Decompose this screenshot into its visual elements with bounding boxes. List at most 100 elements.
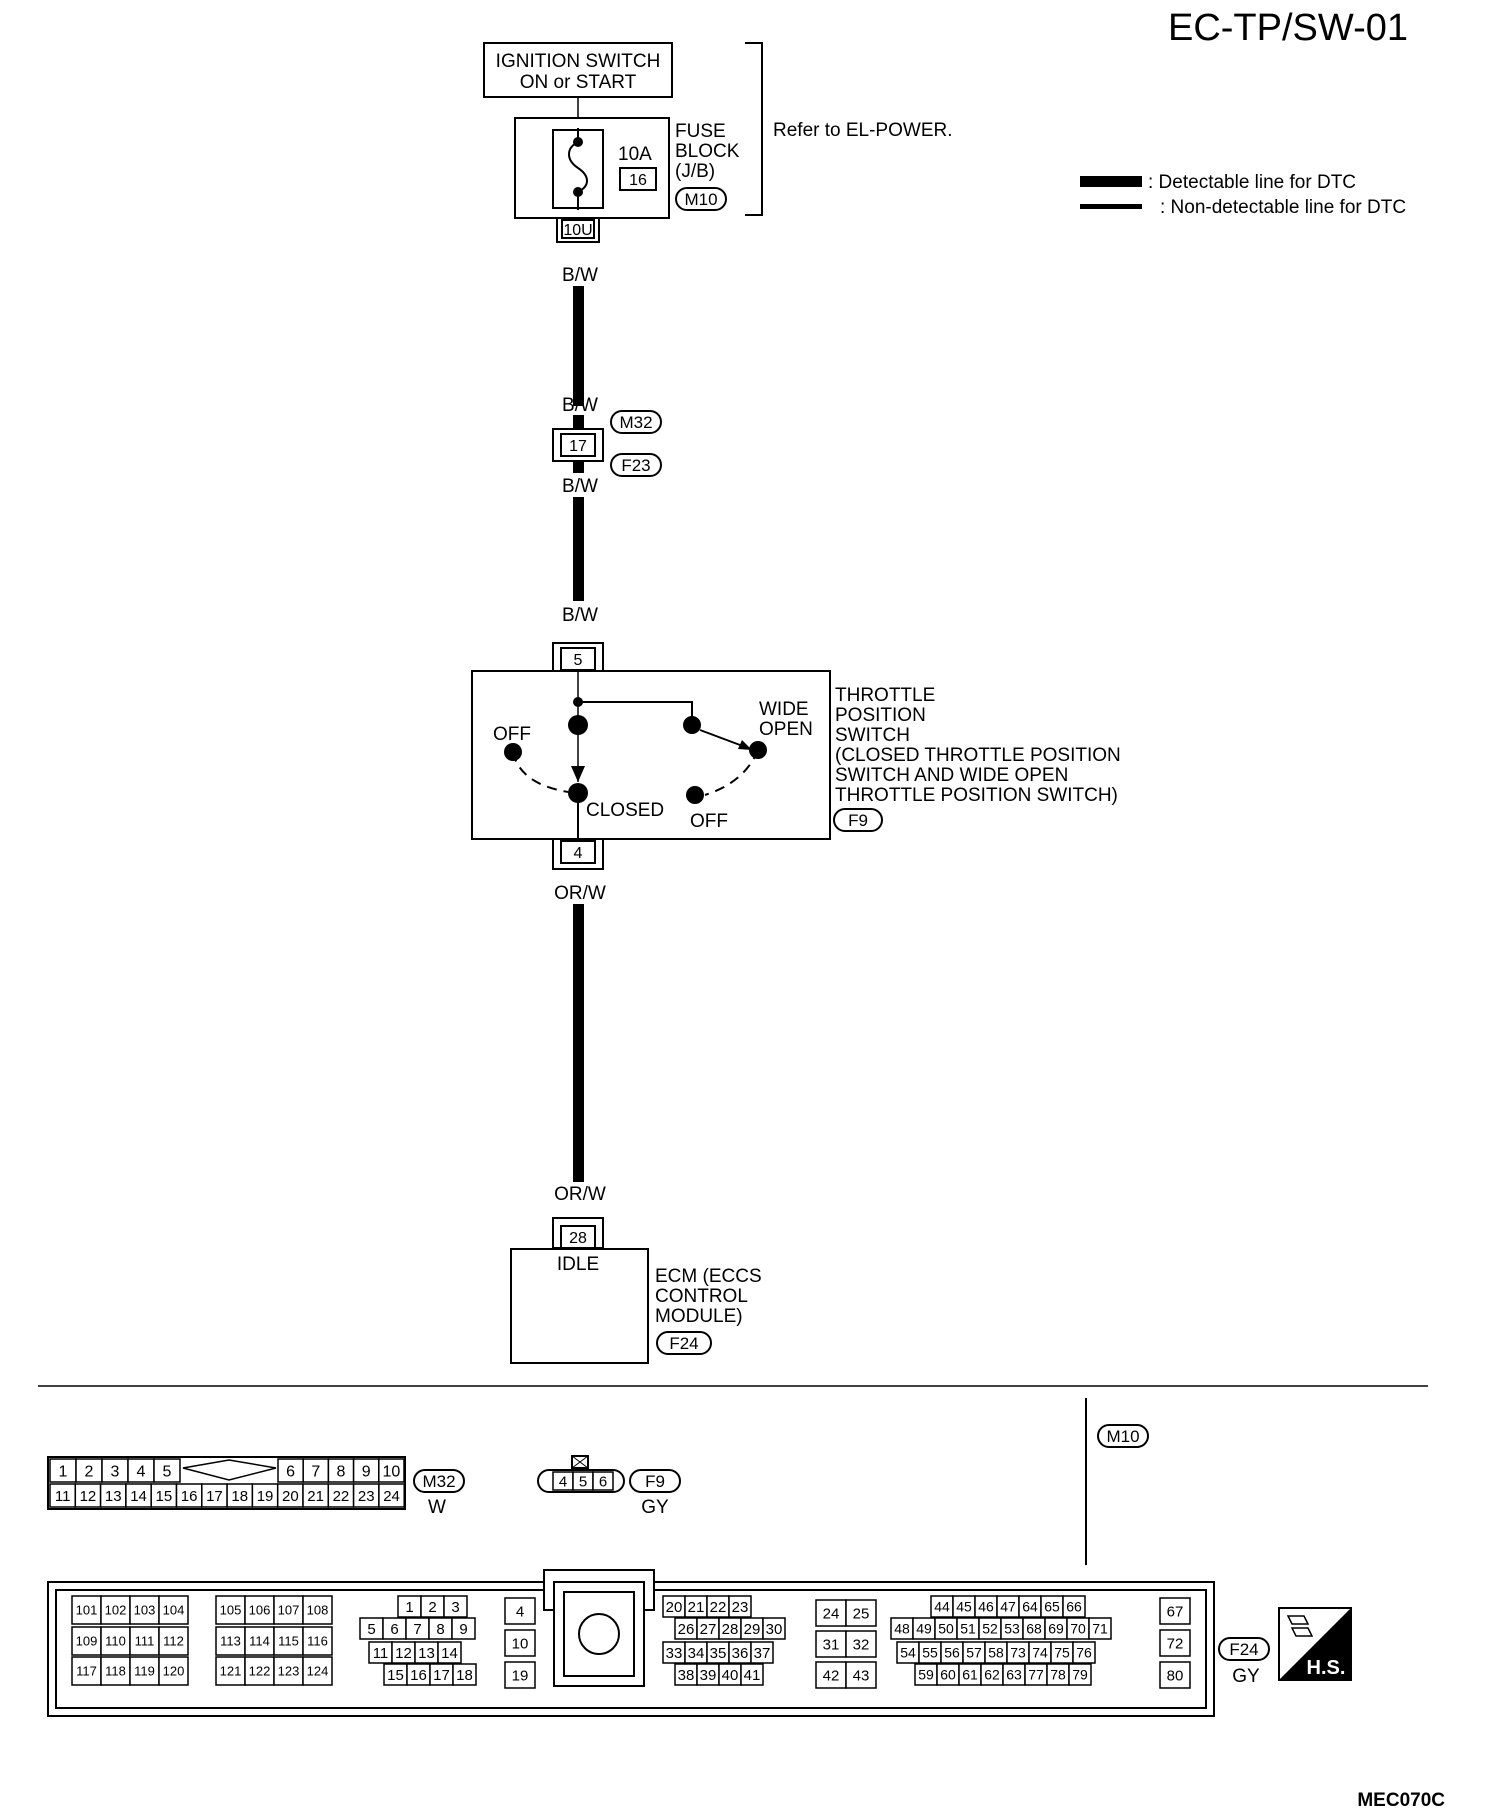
pin-number: 7	[311, 1463, 320, 1480]
pin-cell	[437, 1641, 462, 1664]
pin-number: 112	[163, 1634, 184, 1649]
pin-number: 106	[249, 1603, 271, 1618]
f24-color: GY	[1232, 1666, 1260, 1687]
fuse-block-line3: (J/B)	[675, 161, 715, 182]
pin-number: 17	[433, 1667, 450, 1684]
pin-number: 2	[428, 1599, 436, 1616]
pin-number: 1	[59, 1463, 68, 1480]
pin-cell	[451, 1617, 476, 1640]
hs-label: H.S.	[1307, 1657, 1346, 1679]
pin-number: 66	[1066, 1599, 1082, 1615]
pin-number: 119	[134, 1664, 155, 1679]
ecm-connector: F24	[669, 1334, 698, 1353]
pin-number: 113	[220, 1634, 241, 1649]
tps-pin-top: 5	[574, 652, 583, 669]
junction-conn-top: M32	[619, 413, 652, 432]
pin-cell	[750, 1641, 774, 1664]
pin-number: 26	[678, 1621, 695, 1638]
pin-cell	[740, 1663, 764, 1686]
pin-number: 4	[137, 1463, 146, 1480]
pin-number: 62	[984, 1667, 1000, 1683]
wire-label-bw-4: B/W	[562, 605, 598, 626]
pin-number: 104	[163, 1603, 185, 1618]
pin-number: 67	[1167, 1603, 1184, 1620]
pin-number: 55	[922, 1645, 938, 1661]
pin-number: 58	[988, 1645, 1004, 1661]
pin-cell	[1159, 1661, 1191, 1689]
pin-number: 6	[286, 1463, 295, 1480]
pin-number: 49	[916, 1621, 932, 1637]
ecm-pin: 28	[569, 1230, 587, 1247]
pin-cell	[215, 1656, 246, 1686]
ecm-terminal: IDLE	[557, 1254, 599, 1275]
pin-number: 124	[307, 1664, 329, 1679]
harness-icon	[1286, 1615, 1314, 1637]
pin-cell	[129, 1595, 160, 1625]
pin-number: 117	[76, 1664, 97, 1679]
pin-number: 43	[853, 1667, 870, 1684]
pin-number: 33	[666, 1645, 683, 1662]
pin-number: 56	[944, 1645, 960, 1661]
pin-number: 123	[278, 1664, 300, 1679]
pin-number: 13	[105, 1488, 122, 1505]
pin-number: 37	[754, 1645, 771, 1662]
pin-number: 23	[358, 1488, 375, 1505]
ecm-name-2: CONTROL	[655, 1286, 748, 1307]
pin-number: 71	[1092, 1621, 1108, 1637]
pin-number: 24	[823, 1605, 840, 1622]
pin-number: 13	[418, 1645, 435, 1662]
pin-number: 9	[459, 1621, 467, 1638]
pin-number: 6	[390, 1621, 398, 1638]
pin-number: 17	[206, 1488, 223, 1505]
tps-open: OPEN	[759, 719, 813, 740]
pin-number: 36	[732, 1645, 749, 1662]
pin-number: 47	[1000, 1599, 1016, 1615]
junction-connector: 17 M32 F23	[552, 410, 662, 477]
wire-label-bw-2: B/W	[562, 395, 598, 416]
pin-number: 109	[76, 1634, 98, 1649]
pin-number: 73	[1010, 1645, 1026, 1661]
pin-number: 69	[1048, 1621, 1064, 1637]
tps-closed: CLOSED	[586, 800, 664, 821]
pin-cell	[302, 1595, 333, 1625]
pin-cell	[158, 1595, 189, 1625]
pin-number: 116	[307, 1634, 328, 1649]
tps-off-left: OFF	[493, 724, 531, 745]
pin-number: 72	[1167, 1635, 1184, 1652]
pin-number: 51	[960, 1621, 976, 1637]
pin-number: 103	[134, 1603, 156, 1618]
pin-number: 11	[55, 1488, 71, 1505]
tps-name-2: POSITION	[835, 705, 926, 726]
pin-cell	[378, 1483, 405, 1508]
pin-number: 41	[744, 1667, 761, 1684]
pin-number: 122	[249, 1664, 271, 1679]
pin-number: 118	[105, 1664, 126, 1679]
wire-label-bw-1: B/W	[562, 265, 598, 286]
pin-number: 25	[853, 1605, 870, 1622]
pin-number: 77	[1028, 1667, 1044, 1683]
pin-cell	[728, 1595, 752, 1618]
pin-number: 10	[383, 1463, 401, 1480]
pin-cell	[153, 1458, 181, 1483]
pin-number: 5	[579, 1473, 587, 1490]
pin-cell	[452, 1663, 477, 1686]
fuse-block-line2: BLOCK	[675, 141, 740, 162]
pin-number: 20	[282, 1488, 299, 1505]
pin-number: 18	[456, 1667, 473, 1684]
pin-number: 19	[257, 1488, 274, 1505]
refer-note: Refer to EL-POWER.	[773, 120, 953, 141]
pin-number: 63	[1006, 1667, 1022, 1683]
tps-name-3: SWITCH	[835, 725, 910, 746]
pin-number: 39	[700, 1667, 717, 1684]
pin-number: 1	[405, 1599, 413, 1616]
pin-number: 14	[130, 1488, 147, 1505]
pin-number: 115	[278, 1634, 299, 1649]
junction-conn-bottom: F23	[621, 456, 650, 475]
pin-number: 8	[436, 1621, 444, 1638]
pin-cell	[815, 1661, 847, 1689]
pin-cell	[443, 1595, 468, 1618]
pin-cell	[302, 1626, 333, 1656]
fuse-number: 16	[629, 172, 647, 189]
